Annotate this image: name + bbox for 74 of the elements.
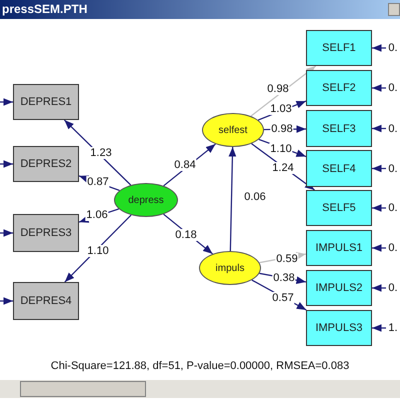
path-coefficient: 0.	[387, 42, 399, 54]
node-label: DEPRES2	[20, 158, 72, 170]
path-coefficient: 1.10	[269, 143, 293, 155]
node-label: depress	[128, 194, 164, 206]
indicator-box	[306, 150, 372, 187]
path-coefficient: 1.10	[86, 245, 110, 257]
node-label: SELF3	[322, 122, 356, 134]
node-label: DEPRES3	[20, 227, 72, 239]
node-label: selfest	[218, 124, 248, 136]
error-arrow	[0, 297, 13, 305]
node-label: IMPULS1	[315, 242, 363, 254]
path-coefficient: 0.	[387, 122, 399, 134]
indicator-box	[306, 310, 372, 346]
path-coefficient: 1.	[387, 322, 399, 334]
path-arrow	[252, 280, 307, 311]
path-coefficient: 0.84	[173, 159, 197, 171]
indicator-box	[13, 214, 79, 252]
path-coefficient: 0.18	[174, 229, 198, 241]
node-label: SELF2	[322, 82, 356, 94]
error-arrow	[372, 164, 386, 172]
path-coefficient: 0.98	[266, 83, 290, 95]
error-arrow	[372, 284, 386, 292]
indicator-box	[306, 30, 372, 66]
path-coefficient: 0.59	[275, 253, 299, 265]
indicator-box	[13, 84, 79, 120]
error-arrow	[0, 160, 13, 168]
error-arrow	[0, 98, 13, 106]
fit-statistics: Chi-Square=121.88, df=51, P-value=0.00000, RMSEA=0.083	[50, 360, 350, 372]
node-label: DEPRES4	[20, 295, 72, 307]
path-arrow	[64, 120, 132, 186]
path-coefficient: 0.87	[86, 176, 110, 188]
node-label: IMPULS2	[315, 282, 363, 294]
error-arrow	[0, 229, 13, 237]
window-title: pressSEM.PTH	[2, 2, 88, 16]
path-arrow	[250, 66, 316, 117]
path-coefficient: 0.	[387, 242, 399, 254]
node-label: SELF1	[322, 42, 356, 54]
node-label: SELF5	[322, 202, 356, 214]
node-label: impuls	[216, 262, 244, 274]
indicator-box	[306, 110, 372, 147]
path-arrow	[64, 214, 132, 282]
error-arrow	[372, 44, 386, 52]
path-coefficient: 0.98	[270, 123, 294, 135]
latent-ellipse	[202, 113, 264, 147]
error-arrow	[372, 84, 386, 92]
path-coefficient: 1.23	[89, 147, 113, 159]
indicator-box	[13, 146, 79, 182]
error-arrow	[372, 324, 386, 332]
latent-ellipse	[114, 183, 178, 217]
path-coefficient: 0.	[387, 82, 399, 94]
path-coefficient: 0.38	[272, 272, 296, 284]
indicator-box	[13, 282, 79, 320]
path-coefficient: 0.	[387, 282, 399, 294]
error-arrow	[372, 204, 386, 212]
path-arrow	[163, 214, 213, 254]
node-label: IMPULS3	[315, 322, 363, 334]
indicator-box	[306, 270, 372, 306]
path-coefficient: 0.	[387, 162, 399, 174]
path-coefficient: 0.	[387, 202, 399, 214]
latent-ellipse	[199, 251, 261, 285]
indicator-box	[306, 190, 372, 226]
path-coefficient: 1.24	[271, 162, 295, 174]
error-arrow	[372, 244, 386, 252]
indicator-box	[306, 230, 372, 266]
path-arrow	[228, 146, 236, 252]
error-arrow	[372, 124, 386, 132]
node-label: SELF4	[322, 162, 356, 174]
path-coefficient: 1.03	[269, 103, 293, 115]
path-coefficient: 0.06	[243, 191, 267, 203]
indicator-box	[306, 70, 372, 106]
path-arrow	[251, 143, 315, 190]
path-coefficient: 0.57	[271, 292, 295, 304]
node-label: DEPRES1	[20, 96, 72, 108]
path-coefficient: 1.06	[85, 209, 109, 221]
